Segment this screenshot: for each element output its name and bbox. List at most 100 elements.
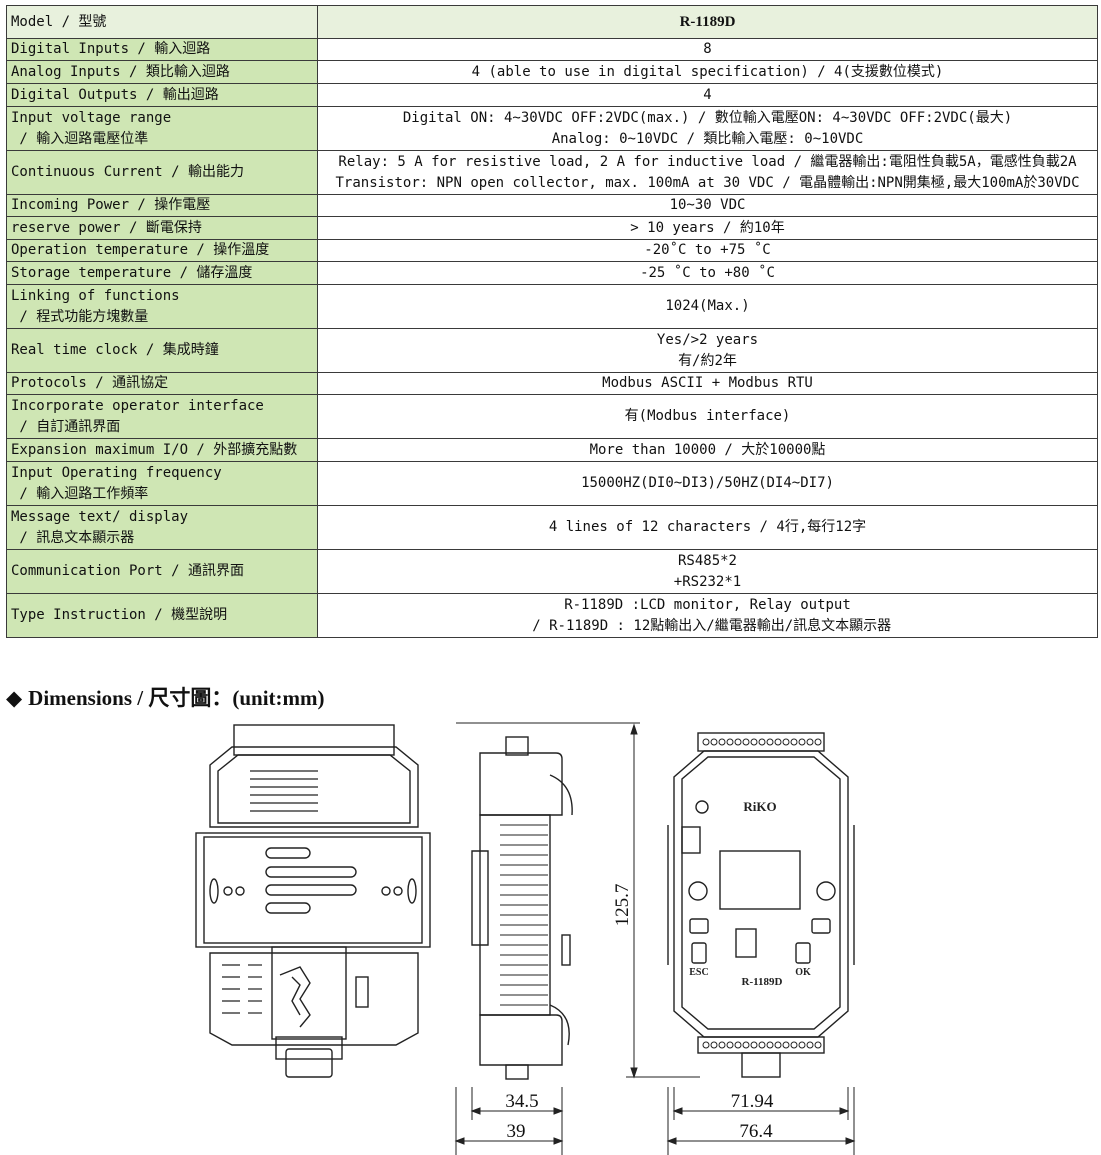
dimensions-heading: ◆Dimensions / 尺寸圖：(unit:mm) [6, 682, 325, 712]
spec-label: Real time clock / 集成時鐘 [6, 328, 318, 373]
spec-row: Input voltage range / 輸入迴路電壓位準 Digital ON… [6, 106, 1098, 151]
spec-value-line: 4 [703, 86, 712, 103]
spec-value: 有(Modbus interface) [317, 394, 1098, 439]
spec-value-line: -25 ˚C to +80 ˚C [640, 264, 775, 281]
spec-row: Real time clock / 集成時鐘 Yes/>2 years 有/約2年 [6, 328, 1098, 373]
spec-row: Communication Port / 通訊界面 RS485*2 +RS232*1 [6, 549, 1098, 594]
spec-row: reserve power / 斷電保持 > 10 years / 約10年 [6, 216, 1098, 240]
spec-value: RS485*2 +RS232*1 [317, 549, 1098, 594]
spec-label: Input Operating frequency / 輸入迴路工作頻率 [6, 461, 318, 506]
spec-label: Message text/ display / 訊息文本顯示器 [6, 505, 318, 550]
spec-value-line: -20˚C to +75 ˚C [644, 242, 771, 258]
spec-value-line: 15000HZ(DI0~DI3)/50HZ(DI4~DI7) [581, 475, 834, 491]
front-brand-label: RiKO [743, 799, 776, 814]
spec-value: Relay: 5 A for resistive load, 2 A for i… [317, 150, 1098, 195]
side-depth-outer-label: 39 [507, 1121, 526, 1142]
spec-value-line: / R-1189D : 12點輸出入/繼電器輸出/訊息文本顯示器 [523, 617, 892, 634]
spec-value: -20˚C to +75 ˚C [317, 239, 1098, 262]
front-width-inner-label: 71.94 [731, 1091, 774, 1112]
spec-value-line: Transistor: NPN open collector, max. 100… [335, 174, 1080, 191]
spec-value-line: Modbus ASCII + Modbus RTU [602, 375, 813, 391]
spec-value: 1024(Max.) [317, 284, 1098, 329]
spec-row: Analog Inputs / 類比輸入迴路 4 (able to use in … [6, 60, 1098, 84]
spec-row: Digital Outputs / 輸出迴路 4 [6, 83, 1098, 107]
spec-value: 15000HZ(DI0~DI3)/50HZ(DI4~DI7) [317, 461, 1098, 506]
spec-label: Expansion maximum I/O / 外部擴充點數 [6, 438, 318, 462]
spec-value-line: 有(Modbus interface) [624, 408, 791, 424]
spec-row: Storage temperature / 儲存溫度 -25 ˚C to +80 … [6, 261, 1098, 285]
spec-label: Incoming Power / 操作電壓 [6, 194, 318, 217]
spec-value-line: RS485*2 [677, 552, 737, 569]
spec-value: Yes/>2 years 有/約2年 [317, 328, 1098, 373]
spec-value-line: Analog: 0~10VDC / 類比輸入電壓: 0~10VDC [551, 130, 864, 147]
spec-value-line: 4 lines of 12 characters / 4行,每行12字 [548, 519, 867, 535]
spec-label: reserve power / 斷電保持 [6, 216, 318, 240]
spec-value-line: 10~30 VDC [669, 197, 746, 213]
spec-value: -25 ˚C to +80 ˚C [317, 261, 1098, 285]
spec-value-line: > 10 years / 約10年 [630, 219, 785, 236]
spec-row: Linking of functions / 程式功能方塊數量 1024(Max.… [6, 284, 1098, 329]
front-esc-label: ESC [689, 967, 708, 978]
diamond-icon: ◆ [6, 686, 23, 710]
spec-row: Expansion maximum I/O / 外部擴充點數 More than … [6, 438, 1098, 462]
spec-label: Analog Inputs / 類比輸入迴路 [6, 60, 318, 84]
spec-label: Input voltage range / 輸入迴路電壓位準 [6, 106, 318, 151]
spec-label: Storage temperature / 儲存溫度 [6, 261, 318, 285]
spec-value-line: Yes/>2 years [656, 331, 759, 348]
dimensions-heading-text: Dimensions / 尺寸圖：(unit:mm) [28, 686, 325, 710]
spec-label: Digital Inputs / 輸入迴路 [6, 38, 318, 61]
spec-label: Incorporate operator interface / 自訂通訊界面 [6, 394, 318, 439]
spec-label: Communication Port / 通訊界面 [6, 549, 318, 594]
spec-value-line: 1024(Max.) [665, 298, 750, 314]
spec-row: Message text/ display / 訊息文本顯示器 4 lines o… [6, 505, 1098, 550]
spec-row: Continuous Current / 輸出能力 Relay: 5 A for … [6, 150, 1098, 195]
height-dimension [626, 723, 700, 1079]
spec-value-line: +RS232*1 [673, 573, 742, 590]
spec-row: Operation temperature / 操作溫度 -20˚C to +75… [6, 239, 1098, 262]
spec-value: 10~30 VDC [317, 194, 1098, 217]
dimension-drawing: 34.5 39 125.7 [195, 722, 856, 1155]
spec-value: Modbus ASCII + Modbus RTU [317, 372, 1098, 395]
spec-value: R-1189D [317, 5, 1098, 39]
front-width-outer-label: 76.4 [739, 1121, 773, 1142]
spec-label: Model / 型號 [6, 5, 318, 39]
spec-value: Digital ON: 4~30VDC OFF:2VDC(max.) / 數位輸… [317, 106, 1098, 151]
spec-row: Protocols / 通訊協定 Modbus ASCII + Modbus RT… [6, 372, 1098, 395]
spec-value: More than 10000 / 大於10000點 [317, 438, 1098, 462]
spec-row: Incoming Power / 操作電壓 10~30 VDC [6, 194, 1098, 217]
height-label: 125.7 [612, 884, 633, 927]
spec-label: Type Instruction / 機型說明 [6, 593, 318, 638]
spec-value-line: 4 (able to use in digital specification)… [471, 63, 944, 80]
spec-value-line: Digital ON: 4~30VDC OFF:2VDC(max.) / 數位輸… [402, 109, 1013, 126]
spec-value: > 10 years / 約10年 [317, 216, 1098, 240]
spec-value-line: More than 10000 / 大於10000點 [589, 441, 826, 458]
spec-label: Digital Outputs / 輸出迴路 [6, 83, 318, 107]
spec-value-line: 有/約2年 [678, 352, 737, 369]
spec-value-line: R-1189D [679, 13, 736, 30]
spec-value: 4 lines of 12 characters / 4行,每行12字 [317, 505, 1098, 550]
spec-value-line: R-1189D :LCD monitor, Relay output [564, 596, 851, 613]
front-ok-label: OK [795, 967, 811, 978]
front-model-label: R-1189D [742, 976, 783, 988]
spec-label: Linking of functions / 程式功能方塊數量 [6, 284, 318, 329]
side-view-drawing [455, 722, 640, 1155]
side-depth-dimension [454, 1107, 564, 1145]
spec-value: 4 (able to use in digital specification)… [317, 60, 1098, 84]
side-depth-inner-label: 34.5 [505, 1091, 538, 1112]
spec-label: Operation temperature / 操作溫度 [6, 239, 318, 262]
front-view-drawing [667, 732, 855, 1155]
front-width-dimension [666, 1107, 856, 1145]
spec-row: Model / 型號 R-1189D [6, 5, 1098, 39]
spec-label: Continuous Current / 輸出能力 [6, 150, 318, 195]
spec-value: 8 [317, 38, 1098, 61]
spec-row: Input Operating frequency / 輸入迴路工作頻率 1500… [6, 461, 1098, 506]
spec-value: R-1189D :LCD monitor, Relay output / R-1… [317, 593, 1098, 638]
spec-row: Incorporate operator interface / 自訂通訊界面 有… [6, 394, 1098, 439]
spec-value: 4 [317, 83, 1098, 107]
spec-label: Protocols / 通訊協定 [6, 372, 318, 395]
top-view-drawing [195, 724, 431, 1078]
spec-value-line: Relay: 5 A for resistive load, 2 A for i… [338, 153, 1077, 170]
